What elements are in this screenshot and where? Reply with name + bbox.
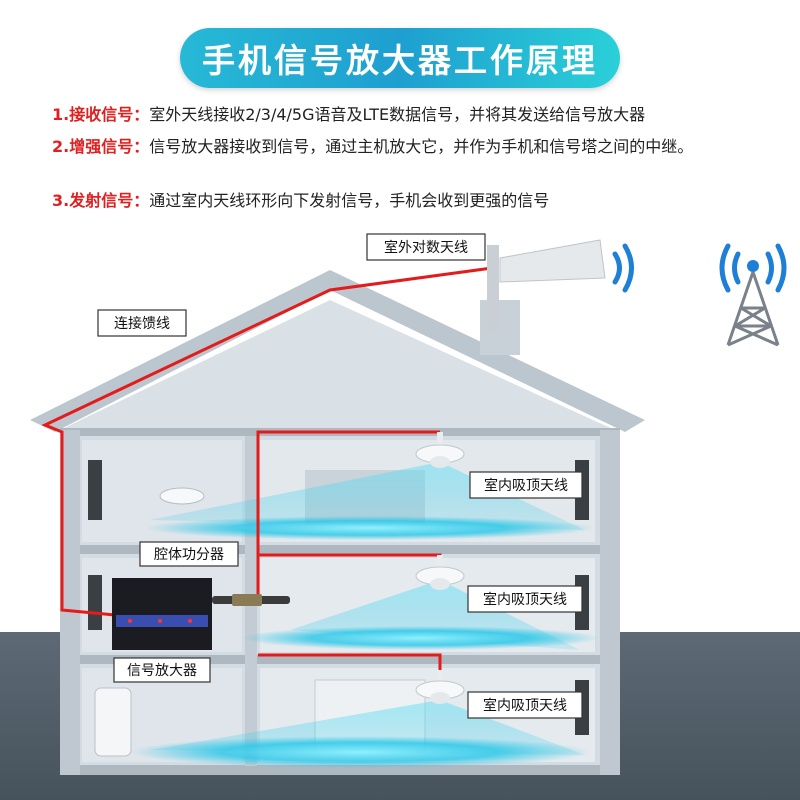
cavity-splitter	[212, 594, 290, 606]
indoor-antenna-1f	[415, 555, 465, 590]
label-signal-amplifier: 信号放大器	[113, 657, 211, 683]
signal-beam-b	[130, 736, 590, 768]
step-amplify: 2.增强信号：信号放大器接收到信号，通过主机放大它，并作为手机和信号塔之间的中继…	[52, 134, 772, 160]
floor-slab-2	[60, 545, 620, 554]
attic	[60, 300, 615, 430]
page-title: 手机信号放大器工作原理	[202, 41, 598, 80]
label-indoor-antenna-b: 室内吸顶天线	[467, 691, 583, 719]
outer-wall-left	[60, 430, 80, 775]
ceiling-light	[159, 487, 205, 505]
label-indoor-antenna-text: 室内吸顶天线	[483, 591, 567, 608]
step-label: 1.接收信号：	[52, 105, 150, 124]
label-feeder-cable-text: 连接馈线	[114, 315, 170, 332]
title-banner: 手机信号放大器工作原理	[180, 28, 620, 88]
label-indoor-antenna-1f: 室内吸顶天线	[467, 585, 583, 613]
indoor-antenna-2f	[415, 432, 465, 468]
floor-slab-3	[60, 655, 620, 664]
step-text: 室外天线接收2/3/4/5G语音及LTE数据信号，并将其发送给信号放大器	[149, 105, 646, 124]
signal-beam-2f	[145, 516, 595, 540]
step-text: 信号放大器接收到信号，通过主机放大它，并作为手机和信号塔之间的中继。	[149, 137, 694, 156]
step-label: 3.发射信号：	[52, 191, 150, 210]
signal-beam-1f	[240, 626, 600, 650]
chimney	[480, 300, 520, 355]
step-label: 2.增强信号：	[52, 137, 150, 156]
label-signal-amplifier-text: 信号放大器	[127, 663, 197, 679]
label-feeder-cable: 连接馈线	[97, 309, 187, 337]
outdoor-wave-icon	[612, 243, 634, 293]
label-outdoor-antenna: 室外对数天线	[366, 233, 486, 261]
outdoor-antenna	[487, 239, 606, 330]
water-heater	[94, 687, 132, 757]
cell-tower-icon	[719, 243, 787, 347]
label-cavity-amplifier: 腔体功分器	[139, 541, 239, 567]
window	[88, 575, 102, 630]
window	[88, 460, 102, 520]
step-transmit: 3.发射信号：通过室内天线环形向下发射信号，手机会收到更强的信号	[52, 188, 772, 214]
indoor-antenna-b	[415, 670, 465, 704]
label-indoor-antenna-text: 室内吸顶天线	[484, 477, 568, 494]
label-indoor-antenna-2f: 室内吸顶天线	[469, 471, 583, 499]
step-text: 通过室内天线环形向下发射信号，手机会收到更强的信号	[149, 191, 550, 210]
label-cavity-amplifier-text: 腔体功分器	[154, 547, 224, 563]
outer-wall-right	[600, 430, 620, 775]
step-receive: 1.接收信号：室外天线接收2/3/4/5G语音及LTE数据信号，并将其发送给信号…	[52, 102, 772, 128]
label-outdoor-antenna-text: 室外对数天线	[384, 239, 468, 256]
signal-amplifier-unit	[112, 578, 212, 650]
house-diagram: 室外对数天线 连接馈线 腔体功分器 信号放大器 室内吸顶天线 室内吸顶天线 室内…	[0, 233, 800, 800]
floor-slab-4	[60, 765, 620, 775]
label-indoor-antenna-text: 室内吸顶天线	[483, 697, 567, 714]
